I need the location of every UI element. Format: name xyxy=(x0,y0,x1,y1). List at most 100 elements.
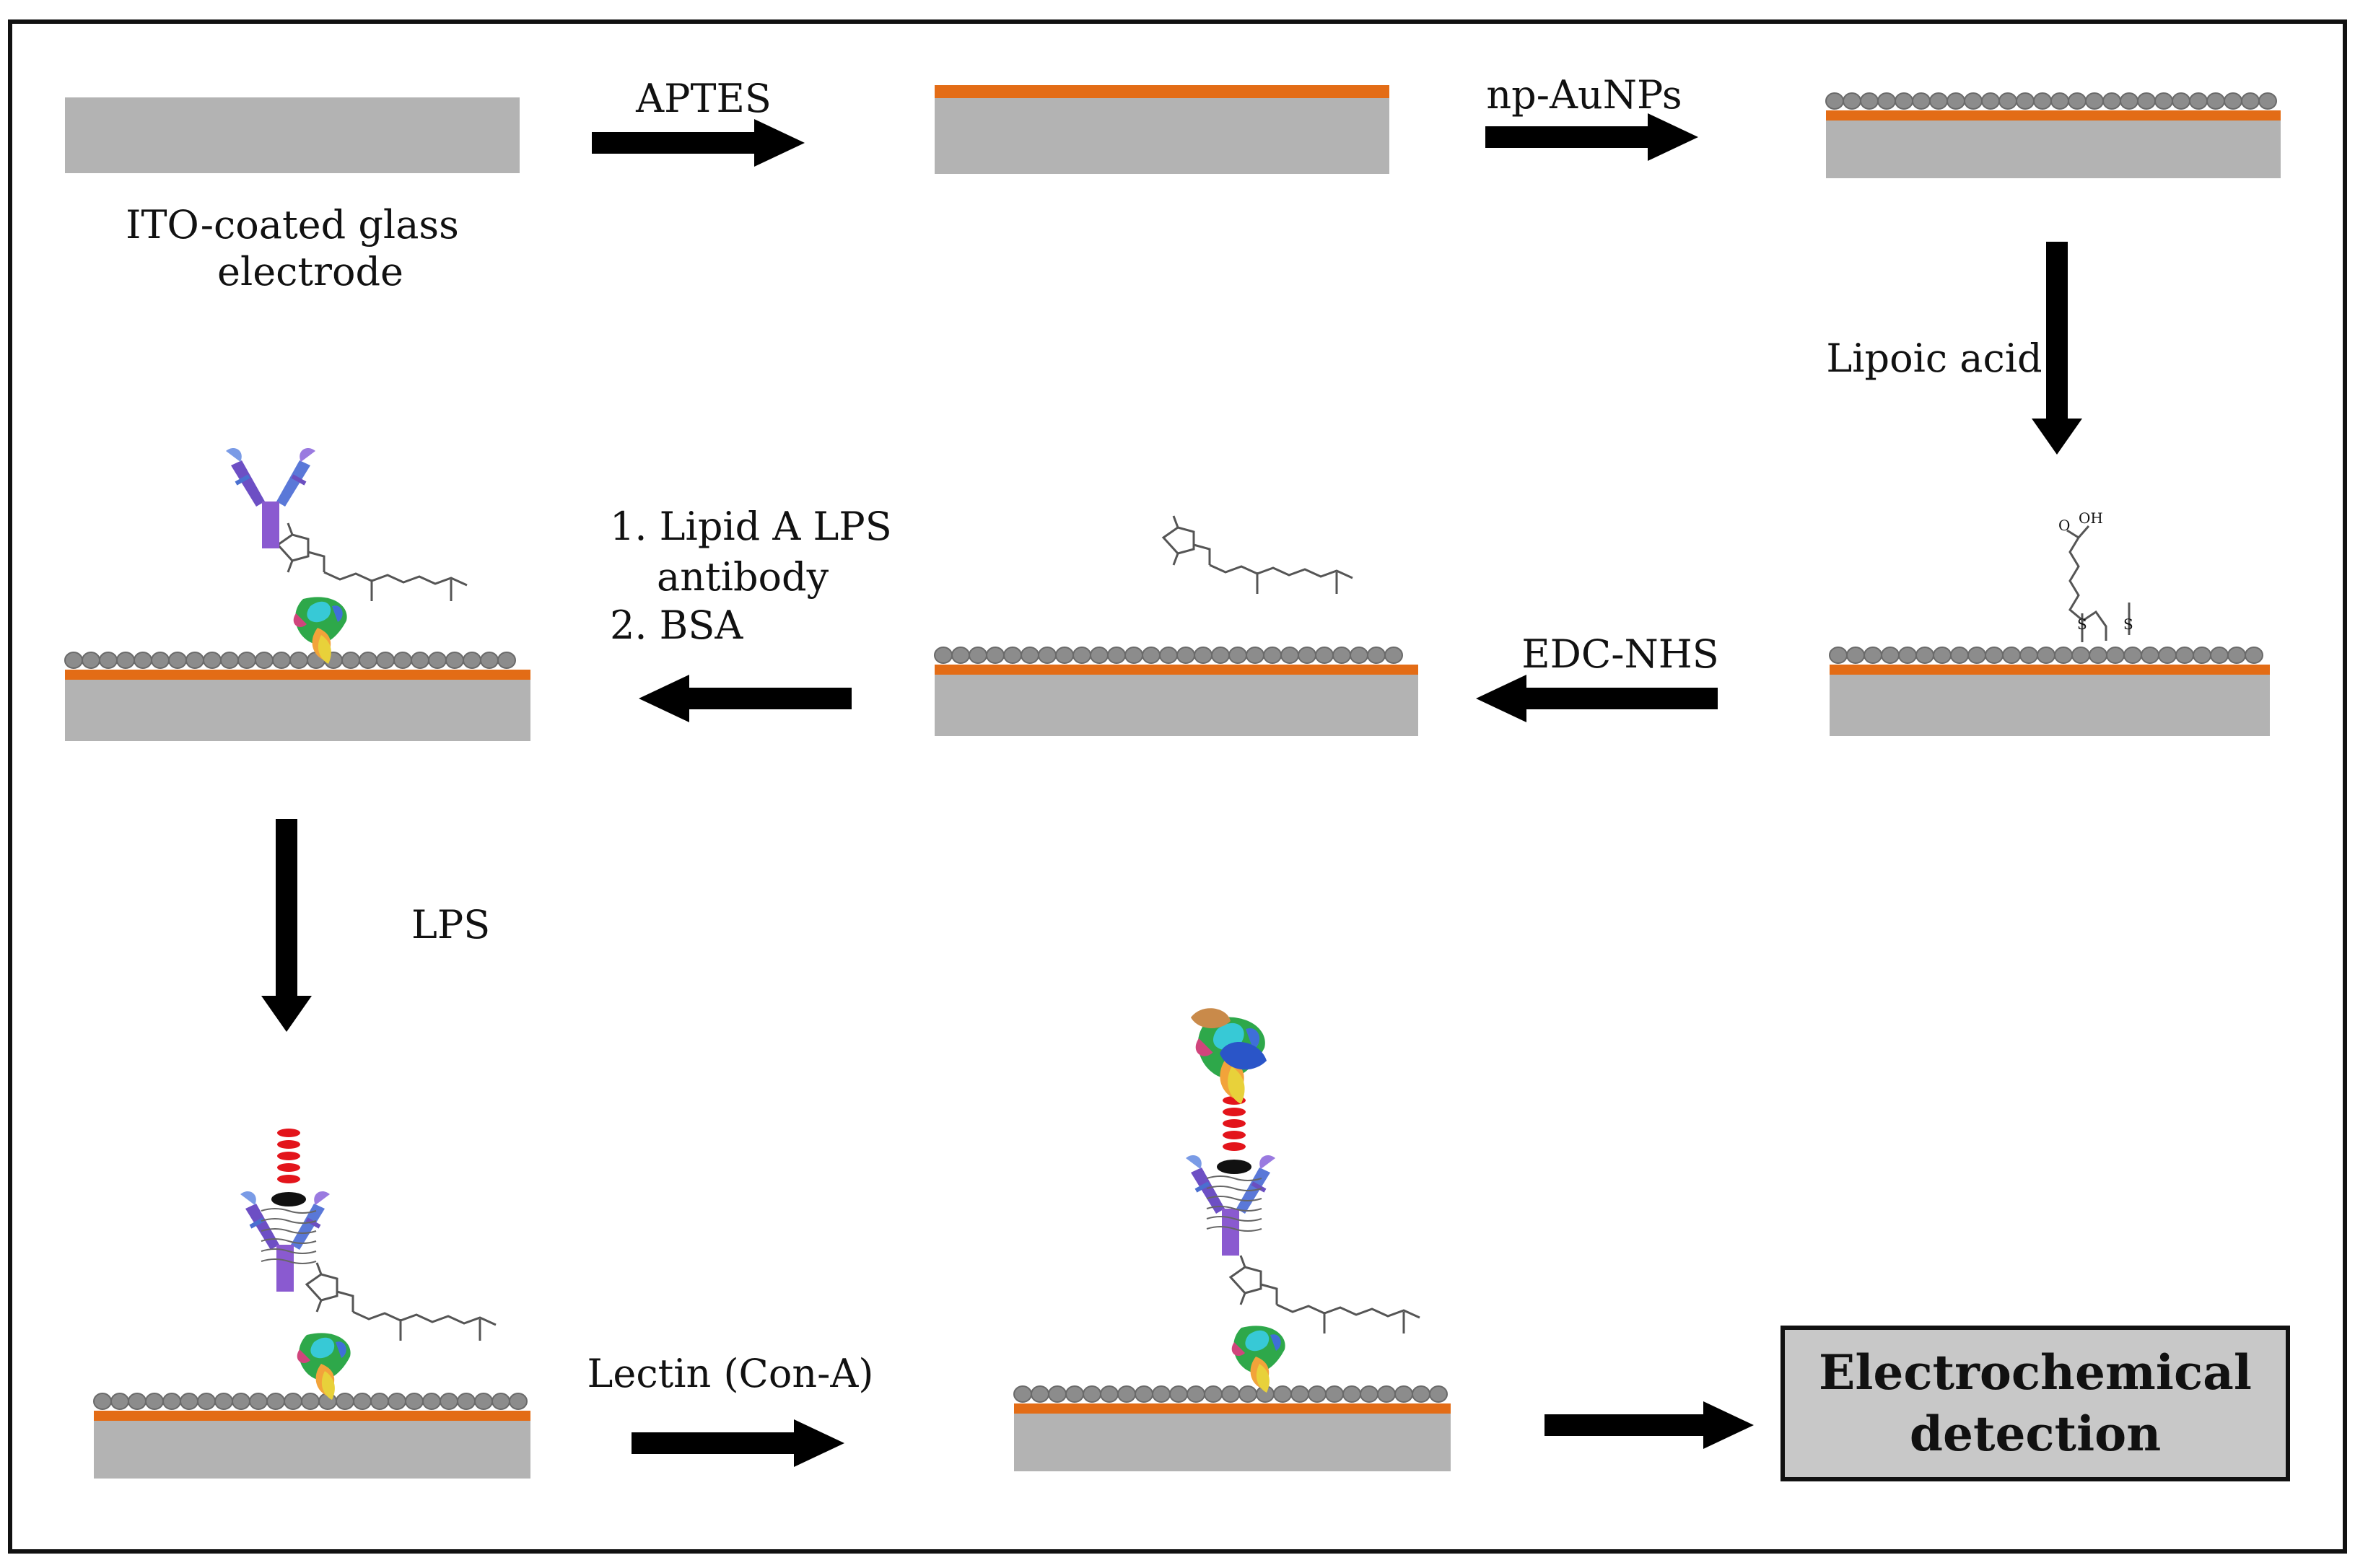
arrow-lps xyxy=(261,819,312,1032)
gold-nanoparticle xyxy=(2037,647,2055,664)
gold-nanoparticle xyxy=(1238,1385,1257,1403)
gold-nanoparticle xyxy=(1107,647,1126,664)
gold-nanoparticle xyxy=(2175,647,2194,664)
o-antigen-unit xyxy=(277,1163,300,1172)
gold-nanoparticle xyxy=(491,1393,510,1410)
gold-nanoparticle xyxy=(1135,1385,1153,1403)
gold-nanoparticle xyxy=(480,652,499,669)
gold-nanoparticle xyxy=(1228,647,1247,664)
lipid-tail xyxy=(261,1208,317,1214)
figure-border xyxy=(8,19,2347,1554)
oh-label: OH xyxy=(2079,509,2103,527)
gold-nanoparticle xyxy=(1072,647,1091,664)
lipid-tail xyxy=(261,1218,317,1224)
lipid-tail xyxy=(1206,1226,1262,1232)
bsa-icon xyxy=(1231,1326,1285,1393)
lipid-a-core xyxy=(1217,1160,1251,1174)
antibody-electrode xyxy=(64,448,530,741)
gold-nanoparticle xyxy=(2172,92,2190,110)
con-a-icon xyxy=(1191,1008,1267,1104)
gold-nanoparticle xyxy=(2050,92,2069,110)
aptes-electrode xyxy=(935,85,1389,174)
lipid-tail xyxy=(261,1248,317,1254)
gold-nanoparticle xyxy=(1915,647,1934,664)
gold-nanoparticle xyxy=(440,1393,458,1410)
gold-nanoparticle xyxy=(1360,1385,1379,1403)
gold-nanoparticle xyxy=(1981,92,2000,110)
detection-box: Electrochemical detection xyxy=(1781,1326,2290,1481)
gold-nanoparticle xyxy=(2137,92,2156,110)
gold-nanoparticle xyxy=(1332,647,1351,664)
gold-nanoparticle xyxy=(428,652,447,669)
arrow-lipoic-acid xyxy=(2032,242,2082,455)
gold-nanoparticle xyxy=(1846,647,1865,664)
lectin-bound-electrode xyxy=(1013,1008,1451,1471)
gold-nanoparticle xyxy=(1273,1385,1292,1403)
gold-nanoparticle xyxy=(1929,92,1948,110)
gold-nanoparticle xyxy=(986,647,1005,664)
gold-nanoparticle xyxy=(376,652,395,669)
gold-nanoparticle xyxy=(1825,92,1844,110)
gold-nanoparticle xyxy=(1065,1385,1084,1403)
gold-nanoparticle xyxy=(2002,647,2021,664)
o-antigen-unit xyxy=(1223,1108,1246,1116)
gold-nanoparticle xyxy=(2206,92,2225,110)
gold-nanoparticle xyxy=(2154,92,2173,110)
label-lps: LPS xyxy=(411,902,490,947)
gold-nanoparticle xyxy=(1394,1385,1413,1403)
lipid-tail xyxy=(1206,1206,1262,1212)
gold-nanoparticle xyxy=(934,647,953,664)
gold-nanoparticle xyxy=(2016,92,2035,110)
o-antigen-unit xyxy=(277,1175,300,1183)
gold-nanoparticle xyxy=(145,1393,164,1410)
gold-nanoparticle xyxy=(214,1393,233,1410)
gold-nanoparticle xyxy=(301,1393,320,1410)
gold-nanoparticle xyxy=(457,1393,476,1410)
arrow-detection xyxy=(1544,1401,1754,1449)
o-label: O xyxy=(2058,517,2070,534)
gold-nanoparticle xyxy=(1290,1385,1309,1403)
gold-nanoparticle xyxy=(1429,1385,1448,1403)
gold-nanoparticle xyxy=(232,1393,250,1410)
gold-nanoparticle xyxy=(203,652,222,669)
gold-nanoparticle xyxy=(1142,647,1161,664)
gold-nanoparticle xyxy=(1013,1385,1032,1403)
gold-nanoparticle xyxy=(1263,647,1282,664)
label-aptes: APTES xyxy=(635,76,772,121)
gold-nanoparticle xyxy=(162,1393,181,1410)
lps-bound-electrode xyxy=(93,1129,530,1479)
gold-nanoparticle xyxy=(1898,647,1917,664)
gold-nanoparticle xyxy=(359,652,377,669)
gold-nanoparticle xyxy=(411,652,429,669)
gold-nanoparticle xyxy=(255,652,274,669)
gold-nanoparticle xyxy=(1083,1385,1101,1403)
s-label: S xyxy=(2077,616,2087,633)
gold-nanoparticle xyxy=(2210,647,2229,664)
gold-nanoparticle xyxy=(1280,647,1299,664)
lipid-tail xyxy=(1206,1196,1262,1201)
gold-nanoparticle xyxy=(1384,647,1403,664)
o-antigen-unit xyxy=(277,1140,300,1149)
gold-nanoparticle xyxy=(1964,92,1983,110)
gold-nanoparticle xyxy=(969,647,987,664)
gold-nanoparticle xyxy=(237,652,256,669)
bsa-icon xyxy=(297,1333,351,1400)
nhs-ester-electrode xyxy=(934,514,1418,736)
lipid-a-core xyxy=(271,1192,306,1206)
gold-nanoparticle xyxy=(289,652,308,669)
gold-nanoparticle xyxy=(2245,647,2263,664)
lipoic-acid-electrode: OH O S S xyxy=(1829,509,2270,736)
gold-nanoparticle xyxy=(185,652,204,669)
gold-nanoparticle xyxy=(128,1393,147,1410)
gold-nanoparticle xyxy=(388,1393,406,1410)
gold-nanoparticle xyxy=(1246,647,1264,664)
gold-nanoparticle xyxy=(197,1393,216,1410)
gold-nanoparticle xyxy=(1843,92,1861,110)
gold-nanoparticle xyxy=(2141,647,2159,664)
gold-nanoparticle xyxy=(2089,647,2107,664)
gold-nanoparticle xyxy=(93,1393,112,1410)
gold-nanoparticle xyxy=(1998,92,2017,110)
gold-nanoparticle xyxy=(1048,1385,1067,1403)
substrate-label-line1: ITO-coated glass xyxy=(126,202,459,248)
